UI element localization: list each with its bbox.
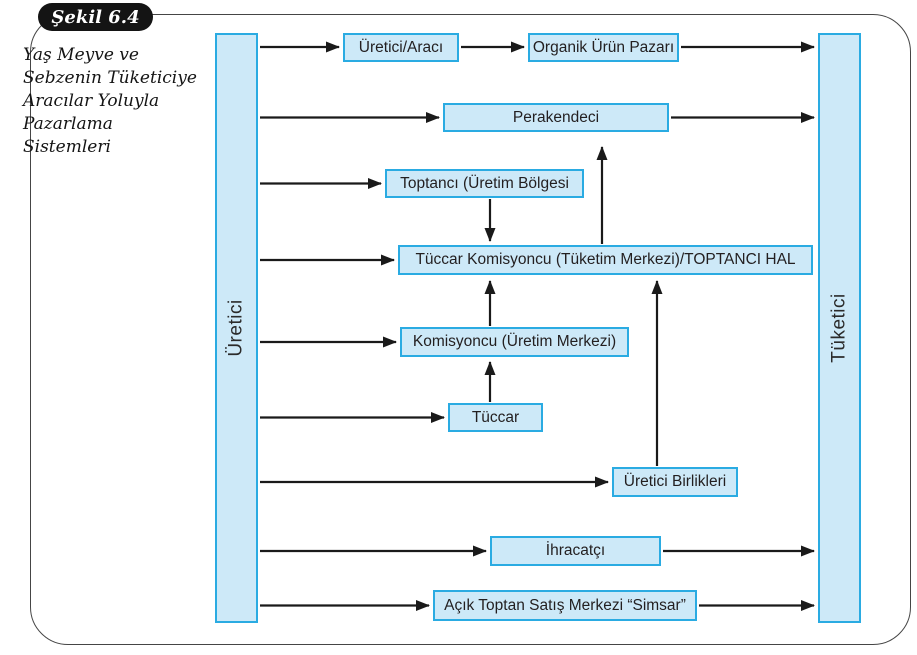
node-label: Toptancı (Üretim Bölgesi (400, 174, 569, 192)
node-label: Komisyoncu (Üretim Merkezi) (412, 333, 617, 350)
node-label: Açık Toptan Satış Merkezi “Simsar” (444, 596, 686, 614)
node-organic-market: Organik Ürün Pazarı (528, 33, 679, 62)
node-label: Tüccar Komisyoncu (Tüketim Merkezi)/TOPT… (415, 251, 796, 268)
caption-line: Yaş Meyve ve (23, 45, 139, 65)
node-open-wholesale-center: Açık Toptan Satış Merkezi “Simsar” (433, 590, 697, 621)
node-wholesaler-production-region: Toptancı (Üretim Bölgesi (385, 169, 584, 198)
node-producer-intermediary: Üretici/Aracı (343, 33, 459, 62)
node-merchant: Tüccar (448, 403, 543, 432)
node-label: Üretici Birlikleri (623, 473, 727, 490)
node-label: Organik Ürün Pazarı (532, 38, 675, 56)
node-merchant-commission-wholesale-hall: Tüccar Komisyoncu (Tüketim Merkezi)/TOPT… (398, 245, 813, 275)
figure-border (30, 14, 911, 645)
node-label: Üretici/Aracı (358, 38, 444, 56)
figure-caption: Yaş Meyve ve Sebzenin Tüketiciye Aracıla… (23, 44, 208, 159)
node-retailer: Perakendeci (443, 103, 669, 132)
caption-line: Sebzenin Tüketiciye (23, 68, 197, 88)
node-label: İhracatçı (545, 542, 606, 559)
caption-line: Aracılar Yoluyla (23, 91, 160, 111)
figure-badge: Şekil 6.4 (38, 3, 153, 31)
node-label: Tüccar (471, 408, 520, 426)
node-producer-unions: Üretici Birlikleri (612, 467, 738, 497)
node-commission-production-center: Komisyoncu (Üretim Merkezi) (400, 327, 629, 357)
consumer-column-label: Tüketici (828, 293, 850, 363)
node-exporter: İhracatçı (490, 536, 661, 566)
producer-column: Üretici (215, 33, 258, 623)
caption-line: Pazarlama (23, 114, 113, 134)
node-label: Perakendeci (512, 108, 600, 126)
consumer-column: Tüketici (818, 33, 861, 623)
caption-line: Sistemleri (23, 137, 111, 157)
producer-column-label: Üretici (225, 299, 247, 357)
